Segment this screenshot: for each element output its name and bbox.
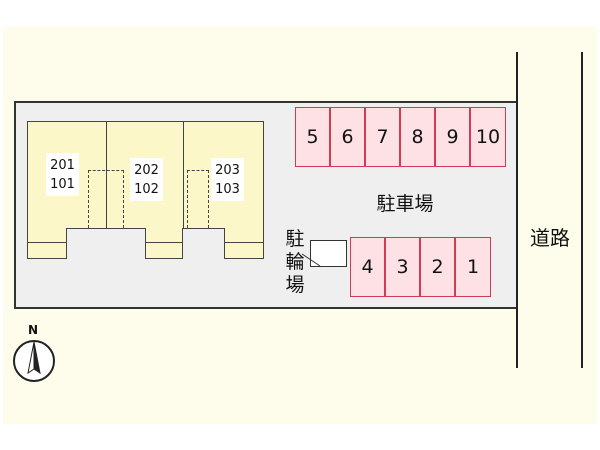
unit-base-1 — [27, 242, 67, 259]
bicycle-parking-label: 駐 輪 場 — [285, 228, 305, 296]
unit-label-3: 203 103 — [211, 158, 244, 201]
parking-space: 7 — [365, 107, 400, 167]
road-edge-left — [516, 52, 518, 368]
unit-upper-number: 202 — [134, 162, 159, 178]
parking-space: 9 — [435, 107, 470, 167]
compass-icon — [13, 340, 55, 382]
entrance-recess — [66, 228, 146, 248]
unit-base-3 — [224, 242, 264, 259]
unit-lower-number: 101 — [50, 176, 75, 192]
bicycle-rack — [310, 240, 347, 267]
door-1 — [88, 170, 124, 228]
parking-label: 駐車場 — [376, 193, 434, 215]
unit-label-1: 201 101 — [46, 153, 79, 196]
parking-space: 2 — [420, 237, 455, 297]
leader-line — [301, 253, 321, 267]
compass-north-label: N — [27, 323, 39, 337]
parking-space: 10 — [470, 107, 506, 167]
unit-lower-number: 102 — [134, 181, 159, 197]
road-label: 道路 — [530, 226, 570, 250]
road-edge-right — [581, 52, 583, 368]
parking-space: 6 — [330, 107, 365, 167]
unit-label-2: 202 102 — [130, 158, 163, 201]
unit-base-2 — [145, 242, 183, 259]
parking-space: 4 — [350, 237, 385, 297]
unit-lower-number: 103 — [215, 181, 240, 197]
door-2 — [187, 170, 209, 228]
entrance-recess-2 — [182, 228, 225, 248]
unit-upper-number: 203 — [215, 162, 240, 178]
unit-upper-number: 201 — [50, 157, 75, 173]
parking-space: 8 — [400, 107, 435, 167]
parking-space: 5 — [295, 107, 330, 167]
parking-space: 3 — [385, 237, 420, 297]
parking-space: 1 — [455, 237, 491, 297]
